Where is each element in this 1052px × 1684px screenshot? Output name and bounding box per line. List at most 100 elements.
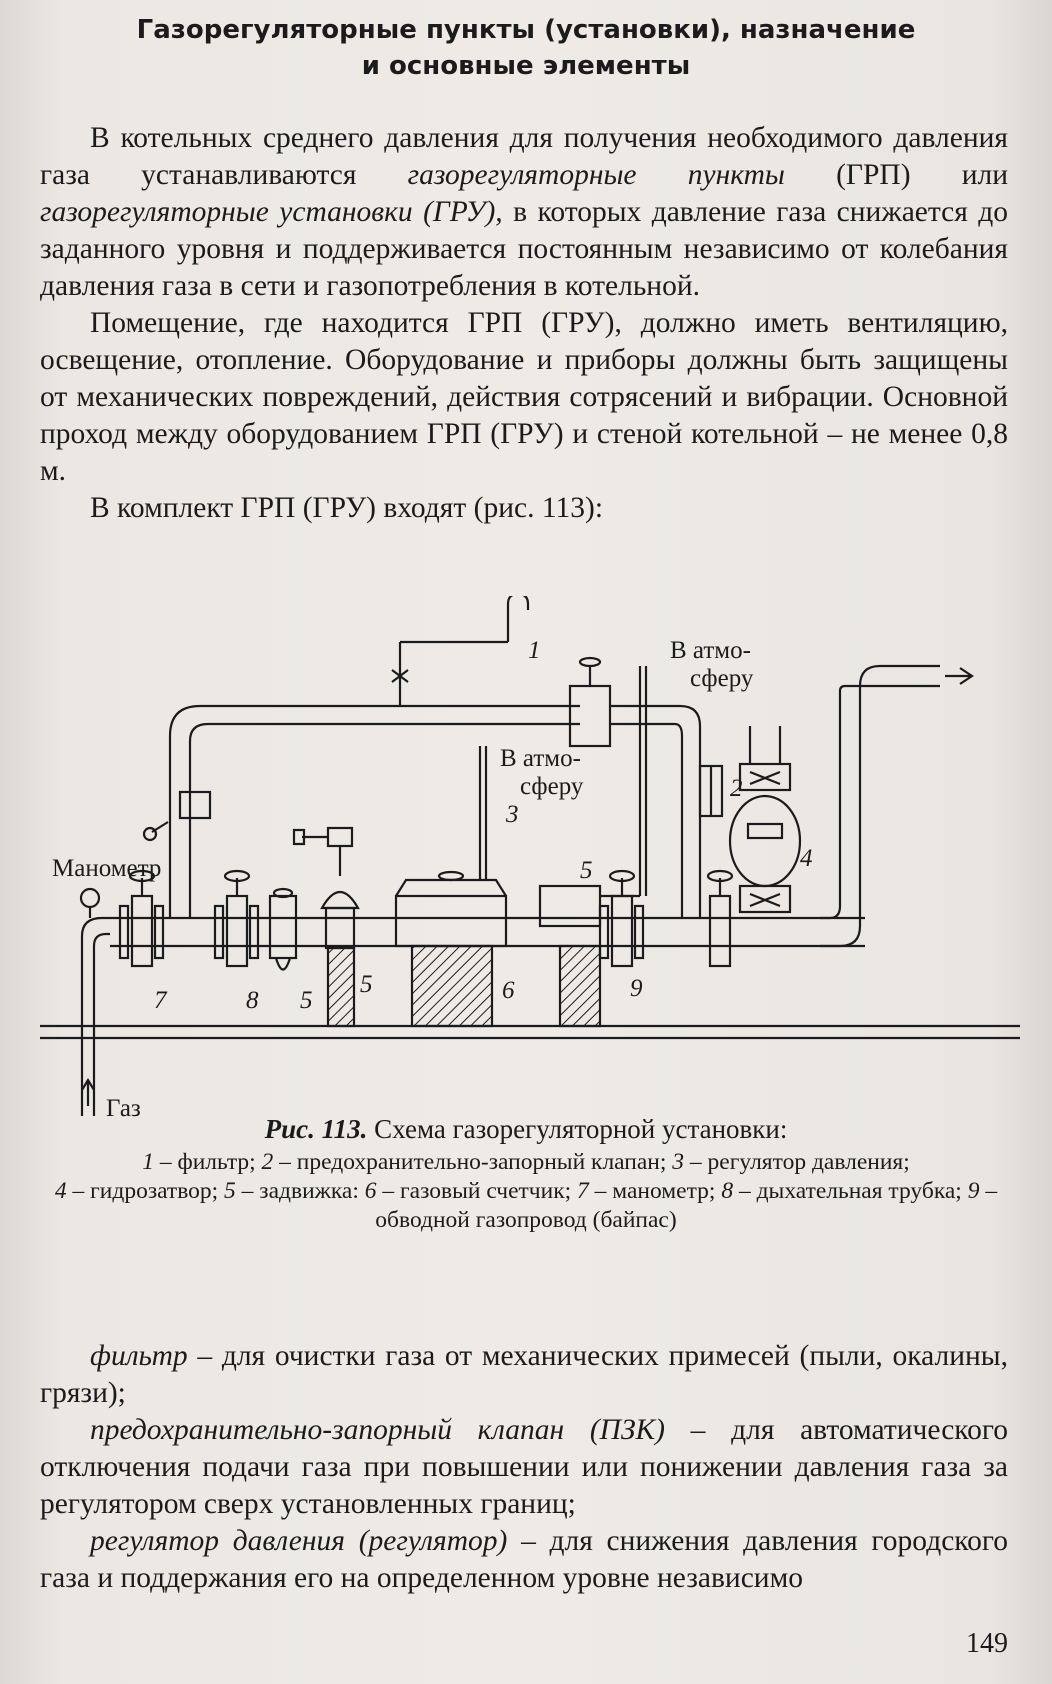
paragraph-2: Помещение, где находится ГРП (ГРУ), долж…	[40, 307, 1008, 487]
meter-valve-x	[749, 770, 781, 786]
pzk-body	[324, 906, 356, 950]
support-pillar	[326, 946, 356, 1028]
list-text: – для снижения давления городского газа …	[40, 1525, 1008, 1594]
bypass-pipe-outer	[168, 704, 580, 918]
legend-num: 7	[577, 1178, 589, 1204]
p1-text-a: В котельных среднего давления для получе…	[40, 122, 1008, 191]
label-num-5c: 9	[630, 975, 643, 1002]
intro-text: В котельных среднего давления для получе…	[40, 120, 1008, 527]
p1-emphasis-2: газорегуляторные установки (ГРУ),	[40, 196, 503, 228]
p1-text-c: в которых давление газа снижается до зад…	[40, 196, 1008, 302]
pzk-head	[326, 826, 354, 848]
p1-text-b: (ГРП) или	[784, 159, 1009, 191]
label-atm-2a: В атмо-	[500, 745, 581, 772]
legend-text: – обводной газопровод (байпас)	[375, 1178, 998, 1233]
legend-num: 6	[364, 1178, 377, 1204]
regulator-membrane-cover	[395, 878, 507, 897]
legend-num: 1	[142, 1149, 154, 1175]
outlet-pipe-outer	[820, 664, 940, 948]
legend-text: – манометр;	[588, 1178, 722, 1204]
legend-num: 3	[672, 1149, 685, 1175]
page-number: 149	[966, 1628, 1008, 1659]
list-text: – для очистки газа от механических приме…	[40, 1340, 1008, 1409]
legend-text: – газовый счетчик;	[376, 1178, 578, 1204]
list-text: – для автоматического отключения подачи …	[40, 1414, 1008, 1520]
flange	[633, 904, 645, 960]
inlet-elbow-inner	[92, 932, 110, 947]
pzk-dome	[320, 890, 360, 910]
regulator-foundation	[410, 944, 494, 1028]
caption-label: Рис. 113.	[264, 1114, 368, 1144]
label-num-7: 2	[730, 775, 743, 802]
legend-text: – задвижка:	[235, 1178, 365, 1204]
legend-text: – регулятор давления;	[684, 1149, 910, 1175]
meter-top-valve	[738, 762, 792, 792]
seal-support	[558, 944, 602, 1028]
bypass-return-outer	[610, 704, 702, 918]
gate-valve-body	[610, 894, 634, 968]
hydraulic-seal	[538, 884, 602, 928]
label-num-6: 4	[800, 845, 813, 872]
meter-valve-x-bottom	[749, 892, 781, 908]
flange	[153, 904, 165, 960]
gate-valve-body	[130, 894, 154, 968]
gas-meter-body	[728, 794, 802, 888]
paragraph-1: В котельных среднего давления для получе…	[40, 120, 1008, 305]
vent-valve-x	[391, 669, 409, 683]
list-term: фильтр	[90, 1340, 188, 1372]
label-num-1: 5	[300, 987, 313, 1014]
top-vent-hook	[506, 596, 530, 610]
valve-handwheel	[128, 869, 156, 883]
label-gas: Газ	[106, 1095, 141, 1120]
figure-caption: Рис. 113. Схема газорегуляторной установ…	[40, 1112, 1012, 1235]
outlet-arrow	[945, 667, 974, 685]
bypass-return-inner	[610, 722, 684, 918]
bypass-pipe-inner	[188, 722, 580, 918]
list-term: регулятор давления (регулятор)	[90, 1525, 508, 1557]
legend-text: – предохранительно-запорный клапан;	[273, 1149, 673, 1175]
label-manometer: Манометр	[52, 855, 161, 882]
bypass-valve-wheel-top	[578, 656, 602, 668]
label-num-3: 6	[502, 977, 515, 1004]
label-atm-1b: сферу	[690, 665, 754, 692]
manometer-gauge	[79, 887, 101, 909]
list-term: предохранительно-запорный клапан (ПЗК)	[90, 1414, 665, 1446]
list-item: фильтр – для очистки газа от механически…	[40, 1338, 1008, 1412]
heading-line-2: и основные элементы	[361, 51, 691, 81]
valve-handwheel	[223, 869, 251, 883]
caption-title: Рис. 113. Схема газорегуляторной установ…	[40, 1112, 1012, 1146]
label-atm-2b: сферу	[520, 773, 584, 800]
valve-handwheel	[608, 869, 636, 883]
label-num-5b: 8	[246, 987, 259, 1014]
valve-handwheel	[706, 869, 734, 883]
legend-num: 9	[967, 1178, 980, 1204]
meter-bottom-valve	[738, 884, 792, 914]
caption-legend: 1 – фильтр; 2 – предохранительно-запорны…	[40, 1148, 1012, 1235]
gas-regulating-unit-diagram: Манометр Газ В атмо- сферу В атмо- сферу…	[40, 596, 1020, 1120]
label-num-4: 5	[580, 857, 593, 884]
filter-cap	[272, 887, 294, 899]
inlet-elbow	[80, 916, 110, 937]
label-num-5a: 7	[154, 987, 168, 1014]
caption-title-text: Схема газорегуляторной установки:	[367, 1114, 788, 1144]
heading-line-1: Газорегуляторные пункты (установки), наз…	[136, 15, 916, 45]
list-item: предохранительно-запорный клапан (ПЗК) –…	[40, 1412, 1008, 1523]
regulator-body	[394, 894, 508, 948]
filter-sump	[274, 957, 292, 971]
legend-text: – фильтр;	[159, 1149, 262, 1175]
legend-num: 2	[261, 1149, 274, 1175]
legend-num: 5	[224, 1178, 236, 1204]
bypass-valve-wheel	[142, 826, 158, 842]
list-item: регулятор давления (регулятор) – для сни…	[40, 1523, 1008, 1597]
regulator-cap	[437, 870, 465, 882]
pzk-weight	[292, 828, 306, 846]
filter-body	[268, 894, 298, 960]
bypass-valve-body	[178, 790, 212, 820]
legend-num: 4	[54, 1178, 67, 1204]
flange	[118, 904, 130, 960]
label-num-8: 3	[505, 801, 519, 828]
legend-text: – дыхательная трубка;	[733, 1178, 968, 1204]
meter-counter	[746, 822, 784, 840]
bypass-valve-upper	[568, 684, 612, 748]
